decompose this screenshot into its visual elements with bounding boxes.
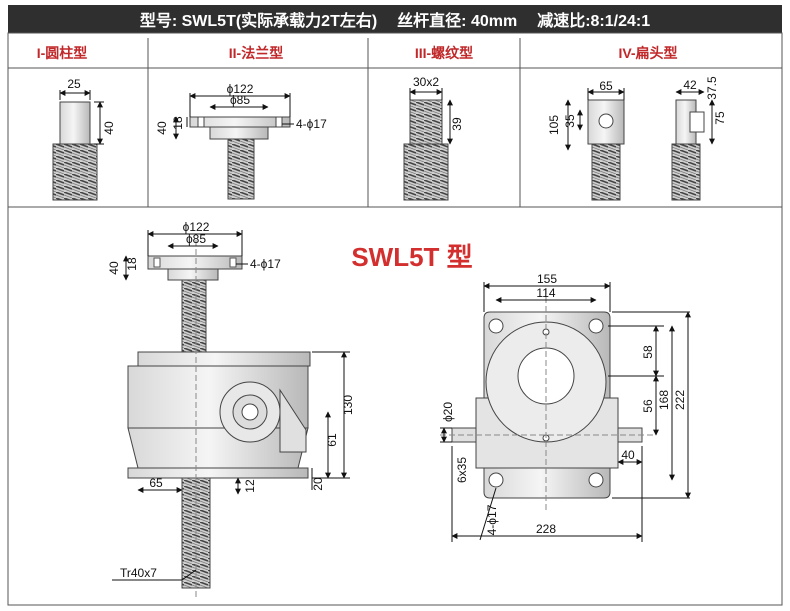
t4-dim-75: 75 <box>713 111 727 125</box>
type-i-drawing: 25 40 <box>52 77 116 201</box>
side-dim-key: 6x35 <box>455 457 469 483</box>
front-dim-thread: Tr40x7 <box>120 566 157 580</box>
front-dim-65: 65 <box>149 476 163 490</box>
type-label-i: I-圆柱型 <box>37 45 88 61</box>
front-dim-holes: 4-ϕ17 <box>250 257 281 271</box>
t3-dim-height: 39 <box>450 117 464 131</box>
side-dim-40: 40 <box>621 448 635 462</box>
frame-lines <box>7 32 783 606</box>
side-dim-114: 114 <box>536 286 555 300</box>
main-model-title: SWL5T 型 <box>351 242 472 272</box>
t2-dim-d122: ϕ122 <box>227 82 254 96</box>
side-dim-58: 58 <box>641 345 655 359</box>
front-dim-40: 40 <box>107 261 121 275</box>
front-dim-18: 18 <box>125 257 139 271</box>
front-dim-d85: ϕ85 <box>186 232 206 246</box>
t2-dim-18: 18 <box>171 116 185 130</box>
side-dim-holes: 4-ϕ17 <box>485 504 499 535</box>
front-dim-d122: ϕ122 <box>183 220 210 234</box>
type-label-iii: III-螺纹型 <box>415 45 473 61</box>
screw-diameter-text: 丝杆直径: 40mm <box>397 13 518 30</box>
type-ii-drawing: ϕ122 ϕ85 40 18 4-ϕ17 <box>155 82 327 200</box>
t2-dim-d85: ϕ85 <box>230 93 250 107</box>
t1-dim-height: 40 <box>102 121 116 135</box>
type-iii-drawing: 30x2 39 <box>403 75 464 201</box>
t2-dim-holes: 4-ϕ17 <box>296 117 327 131</box>
front-view-drawing: ϕ122 ϕ85 40 18 4-ϕ17 130 61 20 12 65 Tr4… <box>107 220 355 598</box>
front-dim-61: 61 <box>325 433 339 447</box>
t2-dim-40: 40 <box>155 121 169 135</box>
ratio-text: 减速比:8:1/24:1 <box>537 13 651 30</box>
t4-dim-37-5: 37.5 <box>705 76 719 100</box>
t1-dim-width: 25 <box>67 77 81 91</box>
t4-dim-42: 42 <box>683 78 697 92</box>
type-iv-drawing: 65 105 35 42 37.5 75 <box>547 76 727 201</box>
t4-dim-105: 105 <box>547 115 561 135</box>
side-dim-228: 228 <box>536 522 556 536</box>
t4-dim-65: 65 <box>599 79 613 93</box>
side-dim-168: 168 <box>657 390 671 410</box>
header-bar: 型号: SWL5T(实际承载力2T左右) 丝杆直径: 40mm 减速比:8:1/… <box>8 5 782 33</box>
side-dim-56: 56 <box>641 399 655 413</box>
type-label-iv: IV-扁头型 <box>618 45 677 61</box>
front-dim-130: 130 <box>341 395 355 415</box>
front-dim-12: 12 <box>243 479 257 493</box>
model-text: 型号: SWL5T(实际承载力2T左右) <box>139 13 378 30</box>
side-dim-d20: ϕ20 <box>441 402 455 422</box>
t3-dim-thread: 30x2 <box>413 75 439 89</box>
front-dim-20: 20 <box>311 477 325 491</box>
side-dim-222: 222 <box>673 390 687 410</box>
side-dim-155: 155 <box>537 272 557 286</box>
type-label-ii: II-法兰型 <box>229 45 283 61</box>
side-view-drawing: 155 114 58 56 168 222 ϕ20 6x35 40 4-ϕ17 <box>440 272 691 542</box>
t4-dim-35: 35 <box>563 114 577 128</box>
